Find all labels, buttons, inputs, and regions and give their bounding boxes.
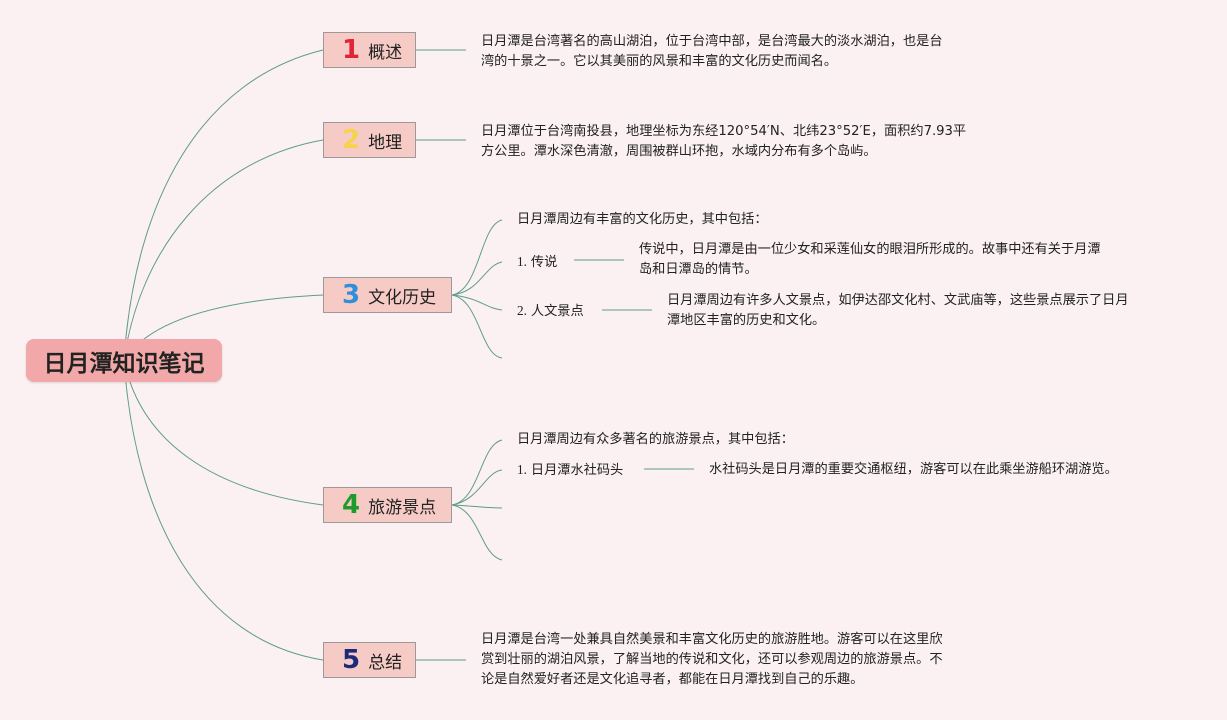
text-line: 赏到壮丽的湖泊风景，了解当地的传说和文化，还可以参观周边的旅游景点。不: [481, 652, 943, 667]
text-line: 日月潭周边有许多人文景点，如伊达邵文化村、文武庙等，这些景点展示了日月: [667, 293, 1129, 308]
number-1-icon: 1: [342, 35, 361, 65]
text-line: 湾的十景之一。它以其美丽的风景和丰富的文化历史而闻名。: [481, 54, 838, 69]
landmarks-detail: 日月潭周边有许多人文景点，如伊达邵文化村、文武庙等，这些景点展示了日月 潭地区丰…: [667, 291, 1129, 331]
topic-geography[interactable]: 2 地理: [323, 122, 416, 158]
geography-text: 日月潭位于台湾南投县，地理坐标为东经120°54′N、北纬23°52′E，面积约…: [481, 122, 966, 162]
culture-item-legend[interactable]: 1.传说: [517, 252, 557, 273]
text-line: 水社码头是日月潭的重要交通枢纽，游客可以在此乘坐游船环湖游览。: [709, 462, 1118, 477]
link-topic4-intro: [451, 439, 503, 506]
number-5-icon: 5: [342, 645, 361, 675]
number-3-icon: 3: [342, 280, 361, 310]
link-topic3-empty: [451, 294, 503, 359]
link-topic4-empty2: [451, 504, 503, 561]
text-line: 潭地区丰富的历史和文化。: [667, 313, 826, 328]
text-line: 传说中，日月潭是由一位少女和采莲仙女的眼泪所形成的。故事中还有关于月潭: [639, 242, 1101, 257]
link-topic3-item2: [451, 294, 503, 311]
item-index: 1.: [517, 254, 527, 269]
item-label: 人文景点: [530, 304, 584, 319]
topic-label: 概述: [368, 42, 403, 63]
topic-label: 总结: [368, 652, 403, 673]
item-index: 1.: [517, 462, 527, 477]
link-root-topic2: [123, 139, 324, 361]
item-index: 2.: [517, 303, 527, 318]
link-root-topic1: [123, 49, 324, 361]
topic-label: 地理: [368, 132, 403, 153]
attractions-intro[interactable]: 日月潭周边有众多著名的旅游景点，其中包括：: [517, 432, 794, 447]
summary-text: 日月潭是台湾一处兼具自然美景和丰富文化历史的旅游胜地。游客可以在这里欣 赏到壮丽…: [481, 630, 943, 690]
attractions-item-pier[interactable]: 1.日月潭水社码头: [517, 460, 623, 481]
item-label: 日月潭水社码头: [530, 463, 624, 478]
topic-summary[interactable]: 5 总结: [323, 642, 416, 678]
culture-item-landmarks[interactable]: 2.人文景点: [517, 301, 584, 322]
link-root-topic5: [123, 359, 324, 661]
text-line: 论是自然爱好者还是文化追寻者，都能在日月潭找到自己的乐趣。: [481, 672, 864, 687]
text-line: 方公里。潭水深色清澈，周围被群山环抱，水域内分布有多个岛屿。: [481, 144, 877, 159]
number-4-icon: 4: [342, 490, 361, 520]
link-root-topic4: [123, 359, 324, 506]
link-topic4-empty1: [451, 504, 503, 509]
item-label: 传说: [530, 255, 558, 270]
root-label: 日月潭知识笔记: [43, 350, 205, 377]
topic-culture-history[interactable]: 3 文化历史: [323, 277, 452, 313]
link-topic3-intro: [451, 219, 503, 296]
topic-overview[interactable]: 1 概述: [323, 32, 416, 68]
root-node[interactable]: 日月潭知识笔记: [26, 339, 222, 382]
overview-text: 日月潭是台湾著名的高山湖泊，位于台湾中部，是台湾最大的淡水湖泊，也是台 湾的十景…: [481, 32, 943, 72]
text-line: 日月潭是台湾一处兼具自然美景和丰富文化历史的旅游胜地。游客可以在这里欣: [481, 632, 943, 647]
text-line: 日月潭是台湾著名的高山湖泊，位于台湾中部，是台湾最大的淡水湖泊，也是台: [481, 34, 943, 49]
link-topic3-item1: [451, 261, 503, 296]
topic-label: 旅游景点: [368, 497, 437, 518]
topic-attractions[interactable]: 4 旅游景点: [323, 487, 452, 523]
pier-detail: 水社码头是日月潭的重要交通枢纽，游客可以在此乘坐游船环湖游览。: [709, 460, 1118, 480]
text-line: 岛和日潭岛的情节。: [639, 262, 758, 277]
topic-label: 文化历史: [368, 287, 437, 308]
culture-intro[interactable]: 日月潭周边有丰富的文化历史，其中包括：: [517, 212, 768, 227]
legend-detail: 传说中，日月潭是由一位少女和采莲仙女的眼泪所形成的。故事中还有关于月潭 岛和日潭…: [639, 240, 1101, 280]
text-line: 日月潭位于台湾南投县，地理坐标为东经120°54′N、北纬23°52′E，面积约…: [481, 124, 967, 139]
number-2-icon: 2: [342, 125, 361, 155]
link-topic4-item1: [451, 469, 503, 506]
